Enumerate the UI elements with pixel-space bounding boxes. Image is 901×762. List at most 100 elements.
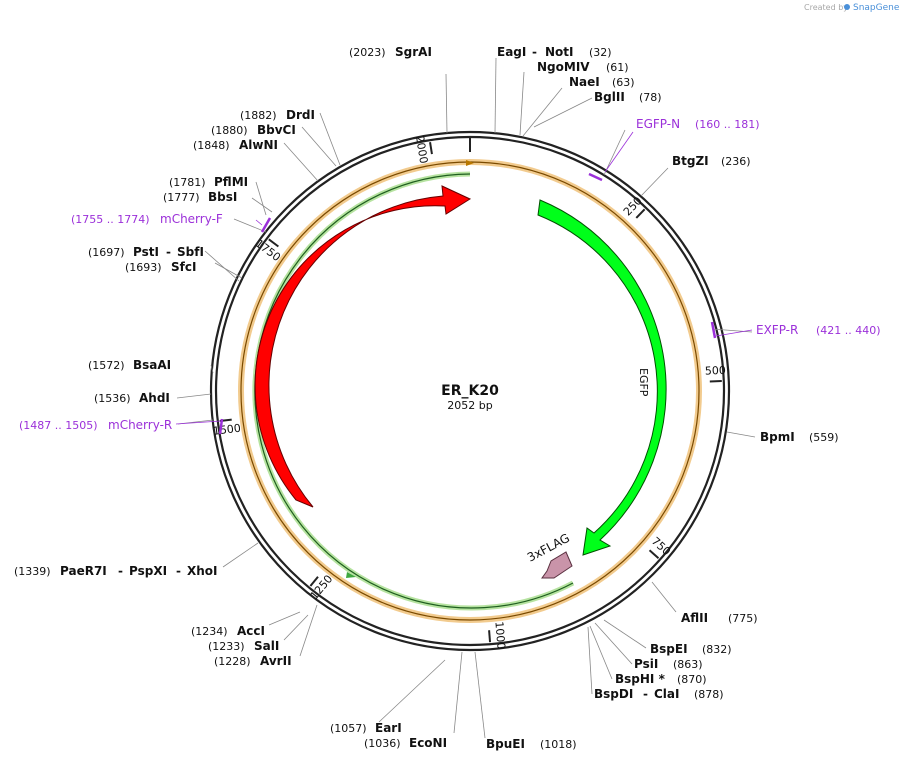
primer-binding-mark xyxy=(260,217,272,233)
site-bspei-name[interactable]: BspEI xyxy=(650,642,688,656)
site-bpmi-name[interactable]: BpmI xyxy=(760,430,795,444)
site-sali-pos: (1233) xyxy=(208,640,245,653)
site-btgzi-name[interactable]: BtgZI xyxy=(672,154,709,168)
mcherry-feature-arrow[interactable] xyxy=(254,185,472,508)
tick-label: 2000 xyxy=(413,135,430,165)
site-btgzi-pos: (236) xyxy=(721,155,751,168)
site-bbvci-name[interactable]: BbvCI xyxy=(257,123,296,137)
primer-mcherry-f-name[interactable]: mCherry-F xyxy=(160,212,223,226)
leader-line xyxy=(233,218,267,233)
leader-line xyxy=(519,71,525,136)
leader-line xyxy=(222,542,259,568)
site-pspxi-name[interactable]: PspXI xyxy=(129,564,167,578)
leader-line xyxy=(494,57,497,134)
leader-line xyxy=(214,262,243,279)
created-by-label: Created by xyxy=(804,3,848,12)
site-econi-name[interactable]: EcoNI xyxy=(409,736,447,750)
site-bpmi-pos: (559) xyxy=(809,431,839,444)
site-separator: - xyxy=(176,564,181,578)
site-naei-name[interactable]: NaeI xyxy=(569,75,600,89)
leader-line xyxy=(589,625,613,680)
leader-line xyxy=(268,611,301,626)
site-sgrai-name[interactable]: SgrAI xyxy=(395,45,432,59)
leader-line xyxy=(453,651,463,734)
tick-mark xyxy=(488,630,492,643)
tick-label: 1500 xyxy=(212,422,241,438)
leader-line xyxy=(445,73,448,134)
site-psti-name[interactable]: PstI xyxy=(133,245,159,259)
leader-line xyxy=(522,87,563,137)
tick-mark xyxy=(309,576,319,587)
site-avrii-name[interactable]: AvrII xyxy=(260,654,292,668)
site-bbsi-pos: (1777) xyxy=(163,191,200,204)
site-psii-name[interactable]: PsiI xyxy=(634,657,658,671)
site-aflii-name[interactable]: AflII xyxy=(681,611,708,625)
primer-leader-line xyxy=(715,329,753,337)
tick-mark xyxy=(635,208,646,219)
site-clai-name[interactable]: ClaI xyxy=(654,687,679,701)
leader-line xyxy=(726,431,756,438)
egfp-feature-arrow[interactable] xyxy=(537,199,667,556)
site-ahdi-pos: (1536) xyxy=(94,392,131,405)
3xflag-feature[interactable] xyxy=(541,551,573,579)
site-acci-name[interactable]: AccI xyxy=(237,624,265,638)
primer-leader-line xyxy=(175,420,222,425)
site-alwni-name[interactable]: AlwNI xyxy=(239,138,278,152)
leader-line xyxy=(319,112,341,166)
leader-line xyxy=(378,659,446,723)
site-pflmi-pos: (1781) xyxy=(169,176,206,189)
site-bsphi-pos: (870) xyxy=(677,673,707,686)
primer-exfp-r-name[interactable]: EXFP-R xyxy=(756,323,798,337)
backbone-outer-ring xyxy=(209,130,731,652)
site-psti-pos: (1697) xyxy=(88,246,125,259)
site-eari-pos: (1057) xyxy=(330,722,367,735)
leader-line xyxy=(603,129,626,176)
primer-leader-line xyxy=(604,131,634,173)
site-bspei-pos: (832) xyxy=(702,643,732,656)
tick-mark xyxy=(268,238,279,248)
site-noti-pos: (32) xyxy=(589,46,612,59)
site-paer7i-name[interactable]: PaeR7I xyxy=(60,564,107,578)
plasmid-length: 2052 bp xyxy=(447,399,492,412)
site-sbfi-name[interactable]: SbfI xyxy=(177,245,204,259)
site-ahdi-name[interactable]: AhdI xyxy=(139,391,170,405)
site-bpuei-pos: (1018) xyxy=(540,738,577,751)
tick-label: 500 xyxy=(705,364,727,378)
tick-mark xyxy=(429,142,433,155)
site-bglii-name[interactable]: BglII xyxy=(594,90,625,104)
green-track-arrow-icon xyxy=(346,572,356,578)
site-pflmi-name[interactable]: PflMI xyxy=(214,175,248,189)
site-eari-name[interactable]: EarI xyxy=(375,721,402,735)
leader-line xyxy=(255,181,267,216)
site-drdi-name[interactable]: DrdI xyxy=(286,108,315,122)
leader-line xyxy=(651,581,677,613)
leader-line xyxy=(204,250,240,282)
site-bbsi-name[interactable]: BbsI xyxy=(208,190,237,204)
primer-mcherry-r-name[interactable]: mCherry-R xyxy=(108,418,172,432)
primer-binding-mark xyxy=(218,418,224,435)
site-bsphi-name[interactable]: BspHI * xyxy=(615,672,666,686)
site-bsaai-pos: (1572) xyxy=(88,359,125,372)
site-alwni-pos: (1848) xyxy=(193,139,230,152)
site-sali-name[interactable]: SalI xyxy=(254,639,279,653)
site-ngomiv-name[interactable]: NgoMIV xyxy=(537,60,590,74)
tick-label: 1000 xyxy=(492,621,507,650)
snapgene-logo-icon xyxy=(844,4,850,10)
leader-line xyxy=(594,622,633,665)
primer-exfp-r-range: (421 .. 440) xyxy=(816,324,881,337)
site-bspdi-name[interactable]: BspDI xyxy=(594,687,633,701)
site-separator: - xyxy=(118,564,123,578)
site-sfci-name[interactable]: SfcI xyxy=(171,260,196,274)
leader-line xyxy=(176,393,212,399)
leader-line xyxy=(301,126,337,167)
site-avrii-pos: (1228) xyxy=(214,655,251,668)
site-bpuei-name[interactable]: BpuEI xyxy=(486,737,525,751)
site-separator: - xyxy=(643,687,648,701)
site-eagi-name[interactable]: EagI xyxy=(497,45,526,59)
site-xhoi-name[interactable]: XhoI xyxy=(187,564,218,578)
site-noti-name[interactable]: NotI xyxy=(545,45,574,59)
leader-line xyxy=(283,142,319,182)
primer-egfp-n-name[interactable]: EGFP-N xyxy=(636,117,680,131)
site-bsaai-name[interactable]: BsaAI xyxy=(133,358,171,372)
